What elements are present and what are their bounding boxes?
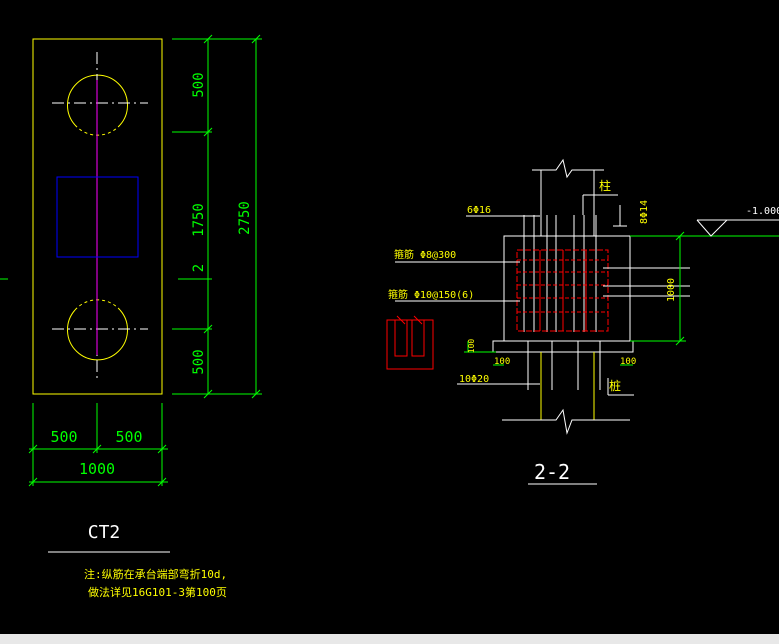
- section-base: [492, 340, 634, 353]
- pile-circle-bottom: [67, 309, 128, 361]
- elevation-marker: [696, 219, 729, 237]
- label-column: 柱: [599, 178, 611, 193]
- dim-width-text: 1000: [79, 460, 115, 478]
- label-bottom-bars: 10Φ20: [459, 374, 489, 385]
- dim-total-text: 2750: [237, 201, 253, 235]
- section-2-2: [386, 158, 634, 435]
- plan-vertical-dimensions: [172, 34, 262, 399]
- label-side-bars: 8Φ14: [639, 200, 650, 224]
- dim-middle-text: 1750: [191, 203, 207, 237]
- label-stirrup: 箍筋 Φ8@300: [394, 248, 456, 261]
- dim-symbol-text: 2: [191, 264, 207, 272]
- section-dim-right: 100: [620, 357, 636, 367]
- dim-top-text: 500: [191, 72, 207, 97]
- section-cap-outline: [503, 235, 631, 342]
- column-break-line: [532, 158, 604, 179]
- plan-vertical-dimension-text: 500 1750 2 500 2750: [191, 72, 253, 374]
- section-title: 2-2: [534, 460, 570, 484]
- dim-bottom-text: 500: [191, 349, 207, 374]
- section-dimensions: [464, 231, 779, 366]
- elevation-text: -1.000: [746, 206, 779, 217]
- note-line-2: 做法详见16G101-3第100页: [88, 585, 227, 599]
- stirrup-detail: [386, 319, 434, 370]
- label-top-bars: 6Φ16: [467, 205, 491, 216]
- section-dim-height: 1000: [666, 278, 677, 302]
- column-outline: [56, 176, 139, 258]
- dim-left-text: 500: [50, 428, 77, 446]
- section-leaders: [395, 194, 690, 396]
- note-line-1: 注:纵筋在承台端部弯折10d,: [84, 567, 227, 581]
- section-dim-base: 100: [467, 339, 476, 354]
- pile-break-line: [502, 408, 630, 435]
- plan-horizontal-dimensions: [28, 403, 168, 487]
- status-strip: [0, 634, 779, 644]
- pile-cap-plan: [0, 38, 163, 395]
- label-pile: 桩: [609, 378, 621, 393]
- label-side-stirrup: 箍筋 Φ10@150(6): [388, 288, 474, 301]
- section-dim-left: 100: [494, 357, 510, 367]
- plan-title: CT2: [88, 522, 121, 543]
- dim-right-text: 500: [115, 428, 142, 446]
- pile-cap-outline: [32, 38, 163, 395]
